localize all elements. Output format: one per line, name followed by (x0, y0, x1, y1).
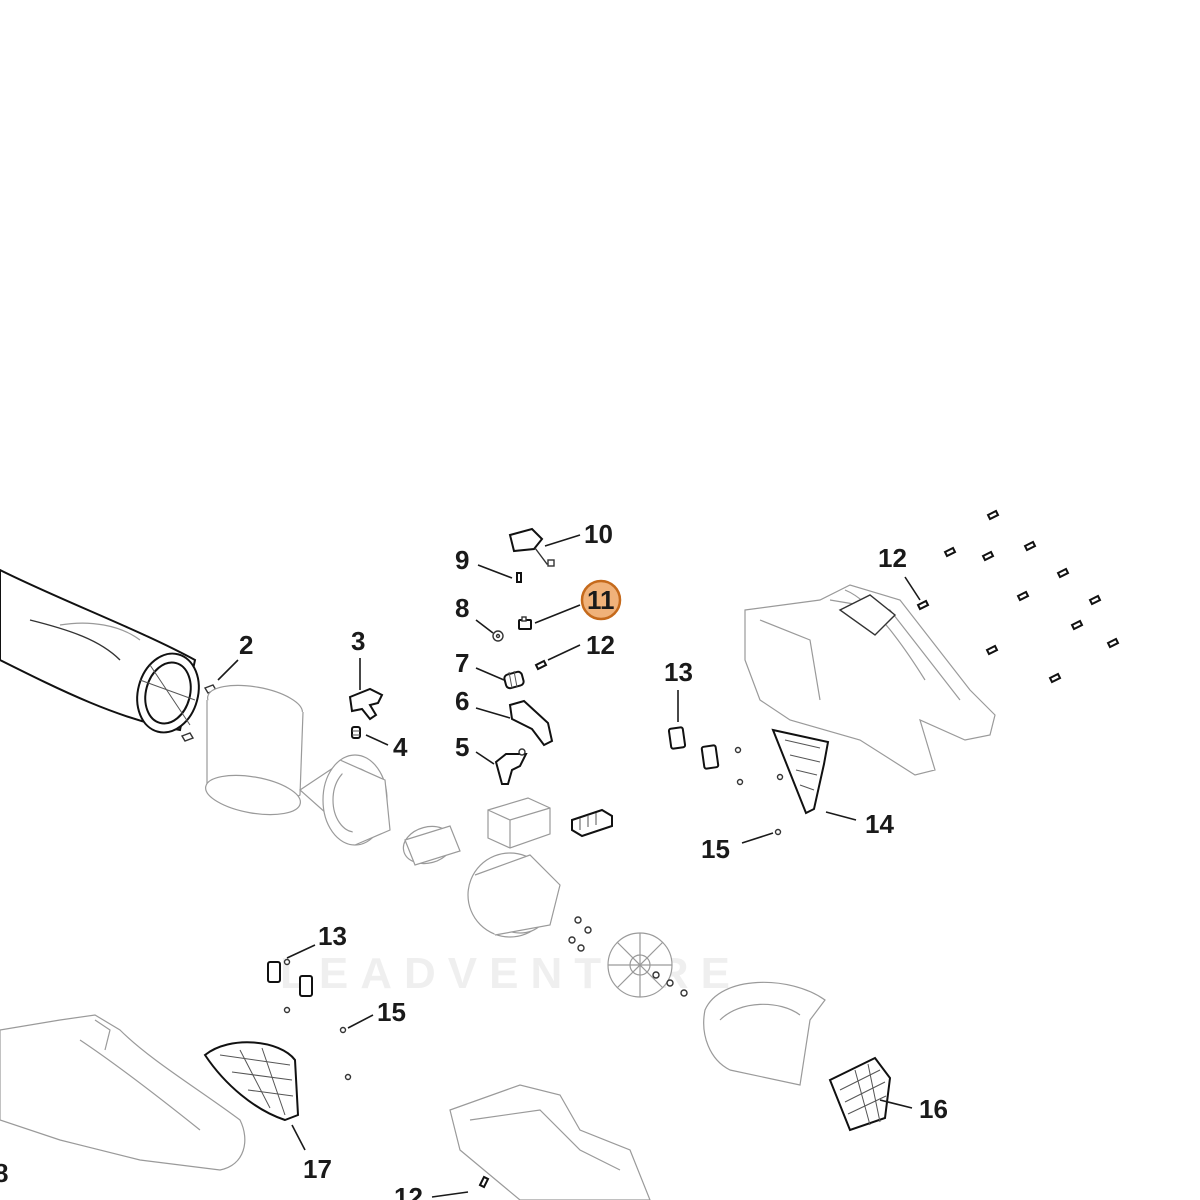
switch-part-10 (508, 527, 555, 567)
spring-part-7 (503, 670, 525, 690)
callout-15-upper: 15 (701, 834, 730, 864)
leader-lines (217, 534, 921, 1198)
callout-12-lower: 12 (394, 1182, 423, 1200)
callout-15-lower: 15 (377, 997, 406, 1027)
blower-tube-part (0, 568, 200, 734)
screws-part-15-lower (283, 958, 352, 1081)
callout-8: 8 (455, 593, 469, 623)
callout-13-upper: 13 (664, 657, 693, 687)
pad-part-13-upper (667, 726, 720, 770)
grille-part-17 (203, 1041, 300, 1122)
screws-part-15-upper (734, 746, 784, 836)
callout-7: 7 (455, 648, 469, 678)
callout-16: 16 (919, 1094, 948, 1124)
callout-12-top: 12 (878, 543, 907, 573)
screw-part-12-lower (478, 1175, 490, 1189)
callout-5: 5 (455, 732, 469, 762)
grille-part-14 (771, 728, 830, 815)
callout-13-lower: 13 (318, 921, 347, 951)
fan-housing-part (467, 852, 561, 938)
spring-part-4 (351, 726, 361, 739)
fan-shroud-part (299, 754, 391, 846)
trigger-part-6 (508, 699, 554, 747)
watermark-text: LEADVENTURE (280, 949, 742, 998)
motor-part (402, 825, 461, 866)
callout-9: 9 (455, 545, 469, 575)
callout-6: 6 (455, 686, 469, 716)
volute-housing-part (703, 981, 826, 1086)
callout-11: 11 (587, 585, 615, 615)
grille-part-16 (828, 1056, 892, 1132)
connector-strip-part (571, 808, 613, 838)
impeller-part (607, 932, 688, 998)
motor-housing-cylinder (205, 684, 304, 816)
screws-cluster (568, 916, 592, 952)
callout-10: 10 (584, 519, 613, 549)
left-housing-half (0, 1014, 246, 1171)
handle-housing-part (449, 1084, 651, 1200)
screws-top-right (916, 509, 1120, 684)
callout-17: 17 (303, 1154, 332, 1184)
callout-3: 3 (351, 626, 365, 656)
washer-part-8 (492, 630, 504, 642)
control-module-part (487, 797, 551, 849)
microswitch-part-11 (518, 616, 532, 630)
pin-part-9 (516, 572, 522, 583)
right-housing-half (744, 584, 996, 776)
screw-part-12-mid (534, 659, 548, 671)
lever-part-3 (348, 687, 384, 721)
lever-assembly-part-5 (494, 748, 528, 785)
callout-4: 4 (393, 732, 408, 762)
callout-2: 2 (239, 630, 253, 660)
highlight-circle-11 (580, 579, 622, 621)
pad-part-13-lower (267, 961, 313, 997)
callout-12-mid: 12 (586, 630, 615, 660)
callout-14: 14 (865, 809, 894, 839)
callout-8-edge: 8 (0, 1158, 8, 1188)
